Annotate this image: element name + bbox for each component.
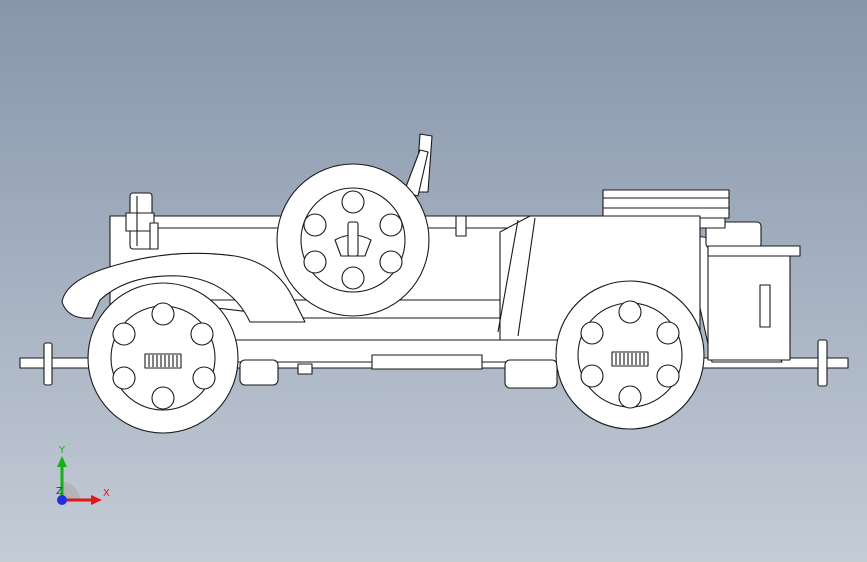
front-fender	[61, 252, 306, 323]
x-axis-arrowhead	[91, 495, 102, 505]
front-wheel	[87, 282, 239, 434]
windshield-frame	[403, 133, 467, 237]
z-axis-label: Z	[56, 486, 63, 497]
radiator	[125, 192, 159, 250]
triad-plane-icon	[62, 482, 80, 500]
x-axis-label: X	[103, 488, 110, 499]
spare-wheel	[276, 163, 430, 317]
y-axis-arrowhead	[57, 456, 67, 467]
y-axis-label: Y	[58, 445, 66, 456]
rear-wheel	[555, 280, 705, 430]
coordinate-triad: Y X Z	[56, 445, 110, 505]
z-axis-dot	[57, 495, 67, 505]
